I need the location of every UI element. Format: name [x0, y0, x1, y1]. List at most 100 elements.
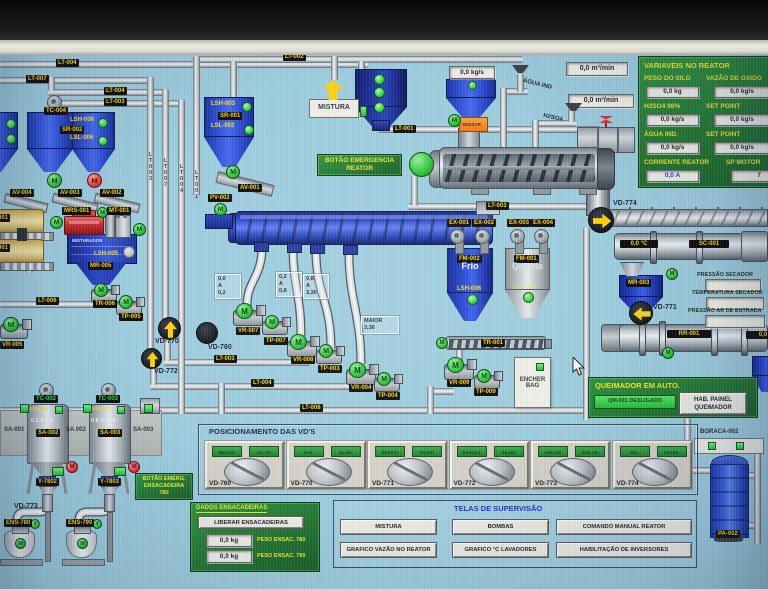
hopper-cone — [27, 149, 73, 172]
knob-position-button[interactable]: VD-770 — [249, 446, 279, 457]
queimador-title: QUEIMADOR EM AUTO. — [595, 381, 681, 390]
emergency-bagger-button[interactable]: BOTÃO EMERG. ENSACADEIRA 780 — [135, 473, 193, 500]
motor-indicator[interactable]: M — [226, 165, 240, 179]
telas-button-4[interactable]: GRAFICO VAZÃO NO REATOR — [340, 542, 437, 558]
telas-button-2[interactable]: BOMBAS — [452, 519, 549, 535]
knob-position-button[interactable]: REJEITO — [375, 446, 405, 457]
variaveis-label: CORRENTE REATOR — [644, 159, 710, 166]
pipe-vertical — [411, 176, 418, 206]
emergency-reactor-button[interactable]: BOTÃO EMERGENCIA REATOR — [317, 154, 402, 176]
queimador-panel-button[interactable]: HAB. PAINEL QUEIMADOR — [679, 392, 747, 415]
pump[interactable]: M — [262, 315, 291, 335]
equipment-part — [105, 387, 110, 392]
equipment-part — [26, 461, 35, 495]
selector-knob[interactable] — [631, 458, 678, 486]
machine-mt001[interactable] — [103, 210, 131, 238]
display-field — [706, 297, 764, 310]
pipe-horizontal — [500, 88, 528, 95]
knob-position-button[interactable]: FILTRO — [656, 446, 687, 457]
tag-label: VR-004 — [349, 384, 374, 392]
knob-position-button[interactable]: FILTRO — [412, 446, 442, 457]
dryer-rr001[interactable] — [601, 320, 768, 356]
knob-position-button[interactable]: SA-001 — [330, 446, 361, 457]
pump[interactable]: M — [287, 334, 321, 357]
encher-bag-box[interactable]: ENCHER BAG — [514, 357, 551, 408]
pump-outlet — [310, 336, 321, 348]
motor-indicator[interactable]: M — [448, 114, 461, 127]
knob-position-button[interactable]: ENS.780 — [538, 446, 568, 457]
diverter-arrow-icon — [592, 213, 612, 229]
indicator-dot — [374, 74, 385, 85]
motor-indicator[interactable]: M — [66, 461, 78, 473]
level-switch-label: LSH-004 — [512, 285, 537, 291]
pump[interactable]: M — [116, 295, 145, 315]
pump[interactable]: M — [444, 357, 478, 380]
knob-position-button[interactable]: REATOR — [212, 446, 242, 457]
telas-button-1[interactable]: MISTURA — [340, 519, 437, 535]
tag-label: VR-005 — [0, 341, 25, 349]
diagram-text: PRESSÃO AR DE ENTRADA — [688, 308, 762, 314]
pump[interactable]: M — [233, 303, 267, 326]
selector-knob[interactable] — [224, 458, 270, 486]
pump[interactable]: M — [346, 362, 380, 385]
knob-position-button[interactable]: SEC. — [619, 446, 650, 457]
equipment-part: ENCHER BAG — [519, 377, 546, 389]
indicator-square — [117, 406, 125, 414]
diverter-valve[interactable] — [629, 301, 653, 325]
pipe-vertical — [218, 383, 225, 414]
diverter-valve[interactable] — [196, 322, 218, 344]
motor-indicator[interactable]: M — [87, 173, 102, 188]
pump[interactable]: M — [474, 369, 503, 389]
tag-label: SR-001 — [218, 112, 243, 120]
selector-knob[interactable] — [550, 458, 596, 486]
mixer-mr005[interactable] — [67, 234, 137, 286]
diverter-valve[interactable] — [588, 207, 614, 233]
selector-knob[interactable] — [387, 458, 433, 486]
motor-indicator[interactable]: M — [133, 223, 146, 236]
tag-label: SR-002 — [60, 126, 85, 134]
selector-knob[interactable] — [305, 458, 352, 486]
telas-button-5[interactable]: GRAFICO °C LAVADORES — [452, 542, 549, 558]
diverter-valve[interactable] — [158, 317, 181, 340]
pump[interactable]: M — [374, 372, 403, 392]
red-valve-icon[interactable] — [599, 116, 613, 128]
motor-indicator[interactable]: M — [47, 173, 62, 188]
motor-indicator[interactable]: M — [666, 268, 678, 280]
pump-outlet — [336, 346, 345, 356]
pump[interactable]: M — [0, 317, 32, 339]
liberar-ensacadeiras-button[interactable]: LIBERAR ENSACADEIRAS — [198, 516, 304, 529]
knob-position-button[interactable]: M.R. — [293, 446, 324, 457]
motor-indicator[interactable]: M — [128, 461, 140, 473]
knob-position-button[interactable]: SA-003 — [493, 446, 524, 457]
conveyor-stub — [254, 242, 269, 252]
diverter-valve[interactable] — [141, 348, 162, 369]
motor-indicator[interactable]: M — [436, 337, 448, 349]
tank-pa002[interactable] — [710, 455, 749, 547]
reactor-motor-indicator[interactable] — [409, 152, 434, 177]
display-field — [705, 279, 761, 292]
selector-knob[interactable] — [468, 458, 515, 486]
equipment-label: 0,0 °C — [620, 240, 658, 248]
telas-button-3[interactable]: COMANDO MANUAL REATOR — [556, 519, 692, 535]
equipment-part: MISTURA — [318, 104, 350, 111]
knob-position-button[interactable]: ENS.790 — [575, 446, 605, 457]
knob-position-button[interactable]: B.ROSCA — [456, 446, 487, 457]
pump-outlet — [136, 297, 145, 307]
reactor-vessel[interactable] — [429, 145, 619, 195]
pump[interactable]: M — [316, 344, 345, 364]
knob-name: VD-773 — [535, 480, 558, 487]
motor-indicator[interactable]: M — [50, 216, 63, 229]
tag-label: EX-001 — [447, 219, 472, 227]
motor-indicator[interactable]: M — [77, 538, 88, 549]
motor-indicator[interactable]: M — [662, 347, 674, 359]
telas-button-6[interactable]: HABILITAÇÃO DE INVERSORES — [556, 542, 692, 558]
level-switch-label: LSL-006 — [70, 135, 94, 141]
diverter-arrow-icon — [146, 351, 159, 368]
equipment-part: TELAS DE SUPERVISÃO — [454, 504, 543, 513]
motor-indicator[interactable]: M — [15, 538, 26, 549]
pump-motor-indicator: M — [477, 369, 491, 383]
motor-indicator[interactable]: M — [214, 203, 227, 216]
pump[interactable]: M — [91, 283, 120, 303]
